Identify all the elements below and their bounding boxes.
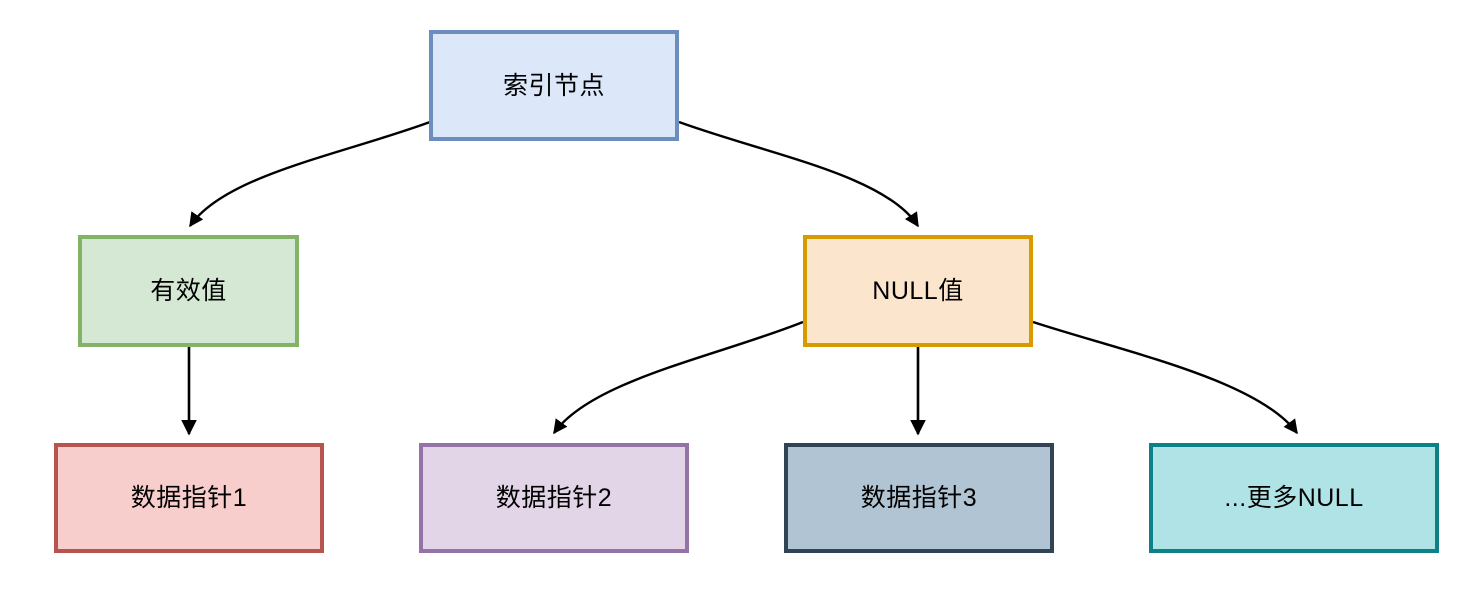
edge-null-to-ptr2 xyxy=(553,320,804,435)
node-data-pointer-3[interactable]: 数据指针3 xyxy=(784,443,1054,553)
edge-null-to-more-null xyxy=(1032,320,1298,435)
node-index-label: 索引节点 xyxy=(502,71,605,100)
node-data-pointer-1[interactable]: 数据指针1 xyxy=(54,443,324,553)
edge-index-to-valid xyxy=(189,120,431,228)
node-data-pointer-1-label: 数据指针1 xyxy=(130,484,248,512)
node-more-null[interactable]: ...更多NULL xyxy=(1149,443,1439,553)
node-data-pointer-2-label: 数据指针2 xyxy=(495,484,613,512)
node-valid-label: 有效值 xyxy=(150,277,227,305)
node-more-null-label: ...更多NULL xyxy=(1224,484,1364,512)
node-null-label: NULL值 xyxy=(872,277,964,305)
node-valid[interactable]: 有效值 xyxy=(78,235,299,347)
node-null[interactable]: NULL值 xyxy=(803,235,1033,347)
node-data-pointer-2[interactable]: 数据指针2 xyxy=(419,443,689,553)
node-data-pointer-3-label: 数据指针3 xyxy=(860,484,978,512)
edge-index-to-null xyxy=(678,120,920,228)
node-index[interactable]: 索引节点 xyxy=(429,30,679,141)
